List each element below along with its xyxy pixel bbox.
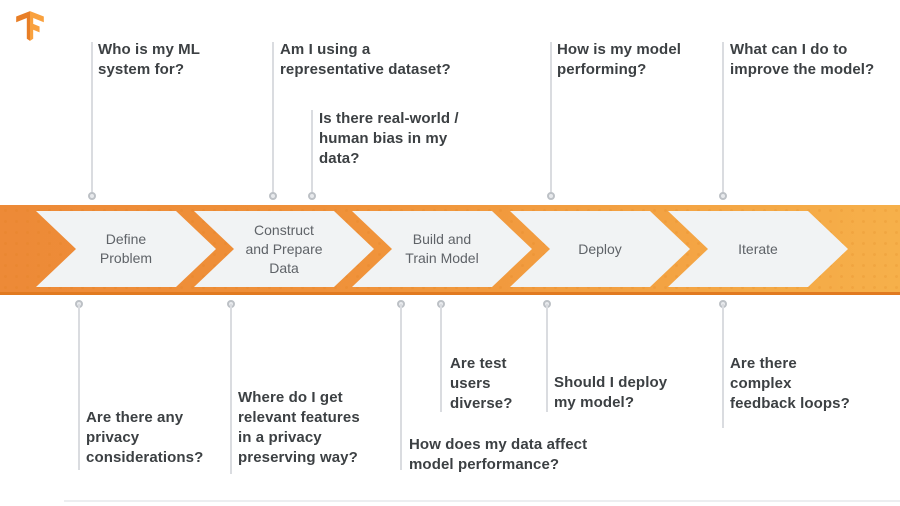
stage-build-and-train-model: Build and Train Model (352, 211, 532, 287)
connector-line-top-3 (311, 110, 313, 195)
connector-line-top-2 (272, 42, 274, 195)
connector-line-bottom-3 (400, 304, 402, 470)
connector-dot-top-3 (308, 192, 316, 200)
connector-line-top-1 (91, 42, 93, 195)
bottom-divider (64, 500, 900, 502)
stage-label: Construct and Prepare Data (245, 221, 323, 276)
connector-dot-top-4 (547, 192, 555, 200)
question-real-world-bias: Is there real-world / human bias in my d… (319, 110, 459, 167)
connector-line-bottom-1 (78, 304, 80, 470)
connector-line-bottom-5 (546, 304, 548, 412)
question-privacy-considerations: Are there any privacy considerations? (86, 409, 204, 466)
question-model-performing: How is my model performing? (557, 41, 682, 78)
question-feedback-loops: Are there complex feedback loops? (730, 355, 850, 412)
stage-deploy: Deploy (510, 211, 690, 287)
connector-dot-top-5 (719, 192, 727, 200)
stage-define-problem: Define Problem (36, 211, 216, 287)
question-representative-dataset: Am I using a representative dataset? (280, 41, 451, 78)
question-data-affect-performance: How does my data affect model performanc… (409, 436, 588, 473)
connector-line-bottom-4 (440, 304, 442, 412)
workflow-band: Define Problem Construct and Prepare Dat… (0, 205, 900, 295)
question-test-users-diverse: Are test users diverse? (450, 355, 513, 412)
connector-line-bottom-6 (722, 304, 724, 428)
connector-dot-top-2 (269, 192, 277, 200)
question-improve-model: What can I do to improve the model? (730, 41, 875, 78)
connector-line-top-4 (550, 42, 552, 195)
stage-label: Iterate (738, 240, 778, 257)
stage-label: Build and Train Model (405, 231, 479, 266)
connector-line-bottom-2 (230, 304, 232, 474)
tensorflow-logo-icon (16, 11, 44, 41)
stage-label: Deploy (578, 240, 622, 257)
question-privacy-preserving-features: Where do I get relevant features in a pr… (238, 389, 360, 466)
stage-label: Define Problem (99, 231, 153, 266)
stage-iterate: Iterate (668, 211, 848, 287)
question-who-is-system-for: Who is my ML system for? (98, 41, 201, 78)
connector-dot-top-1 (88, 192, 96, 200)
stage-construct-and-prepare-data: Construct and Prepare Data (194, 211, 374, 287)
question-should-i-deploy: Should I deploy my model? (554, 374, 668, 411)
connector-line-top-5 (722, 42, 724, 195)
